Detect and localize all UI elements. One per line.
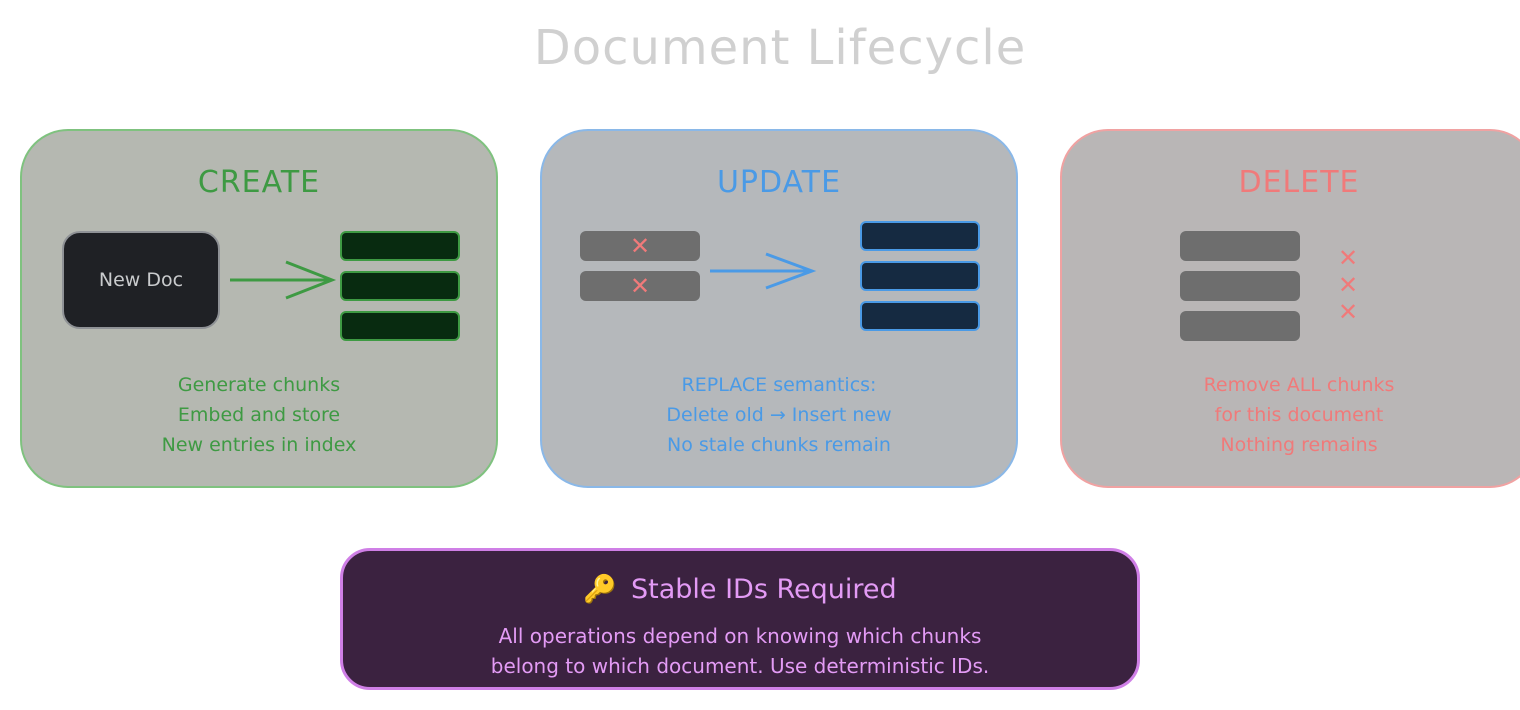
create-description: Generate chunks Embed and store New entr… [22, 370, 496, 460]
update-desc-line-3: No stale chunks remain [667, 434, 891, 456]
delete-description: Remove ALL chunks for this document Noth… [1062, 370, 1520, 460]
create-desc-line-3: New entries in index [161, 434, 357, 456]
banner-title-row: 🔑 Stable IDs Required [343, 573, 1137, 605]
deleted-chunk-2 [1180, 271, 1300, 301]
update-panel: UPDATE ✕ ✕ REPLACE semantics: Delete old… [540, 129, 1018, 488]
close-icon: ✕ [1338, 244, 1359, 272]
deleted-chunk-3 [1180, 311, 1300, 341]
delete-heading: DELETE [1238, 165, 1360, 200]
diagram-title: Document Lifecycle [533, 20, 1027, 76]
delete-desc-line-1: Remove ALL chunks [1203, 374, 1395, 396]
banner-text: All operations depend on knowing which c… [343, 621, 1137, 681]
create-arrow-icon [230, 260, 337, 300]
updated-chunk-1 [860, 221, 980, 251]
delete-desc-line-2: for this document [1214, 404, 1384, 426]
delete-desc-line-3: Nothing remains [1220, 434, 1378, 456]
delete-panel: DELETE ✕ ✕ ✕ Remove ALL chunks for this … [1060, 129, 1520, 488]
key-icon: 🔑 [583, 574, 617, 605]
update-desc-line-2: Delete old → Insert new [666, 404, 892, 426]
create-heading: CREATE [197, 165, 321, 200]
banner-text-line-1: All operations depend on knowing which c… [498, 624, 982, 648]
old-chunk-1: ✕ [580, 231, 700, 261]
update-heading: UPDATE [716, 165, 842, 200]
close-icon: ✕ [629, 232, 651, 260]
update-arrow-icon [710, 252, 817, 290]
close-icon: ✕ [1338, 298, 1359, 326]
new-chunk-3 [340, 311, 460, 341]
updated-chunk-2 [860, 261, 980, 291]
update-desc-line-1: REPLACE semantics: [681, 374, 877, 396]
banner-title: Stable IDs Required [630, 574, 897, 605]
banner-text-line-2: belong to which document. Use determinis… [490, 654, 990, 678]
create-desc-line-1: Generate chunks [177, 374, 341, 396]
create-desc-line-2: Embed and store [177, 404, 341, 426]
close-icon: ✕ [629, 272, 651, 300]
new-doc-box: New Doc [62, 231, 220, 329]
new-chunk-2 [340, 271, 460, 301]
create-panel: CREATE New Doc Generate chunks Embed and… [20, 129, 498, 488]
stable-ids-banner: 🔑 Stable IDs Required All operations depe… [340, 548, 1140, 690]
old-chunk-2: ✕ [580, 271, 700, 301]
close-icon: ✕ [1338, 271, 1359, 299]
new-doc-label: New Doc [98, 269, 184, 291]
new-chunk-1 [340, 231, 460, 261]
update-description: REPLACE semantics: Delete old → Insert n… [542, 370, 1016, 460]
deleted-chunk-1 [1180, 231, 1300, 261]
updated-chunk-3 [860, 301, 980, 331]
